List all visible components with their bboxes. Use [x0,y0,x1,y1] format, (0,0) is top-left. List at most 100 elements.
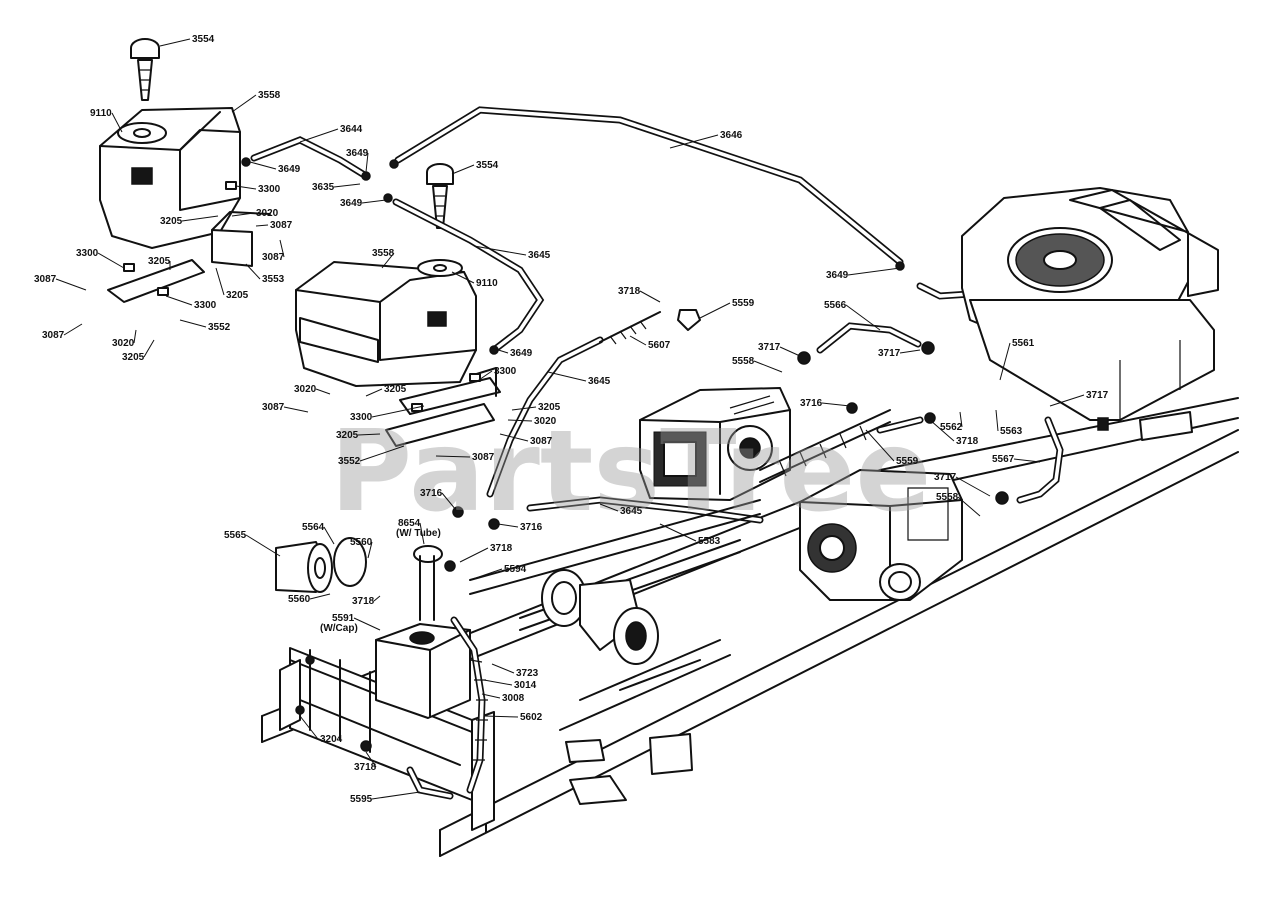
part-callout-label: 3087 [262,252,285,263]
leader-line [1013,458,1041,463]
part-callout-label: 3649 [278,164,301,175]
leader-line [367,541,373,559]
part-callout-label: 3717 [1086,390,1109,401]
leader-line [365,152,369,173]
leader-line [333,183,361,188]
leader-line [779,346,801,357]
part-callout-label: 3718 [618,286,641,297]
part-callout-label: 3553 [262,274,285,285]
leader-line [497,523,519,528]
part-callout-label: 3716 [420,488,443,499]
part-callout-label: 3635 [312,182,335,193]
part-callout-label: 3300 [350,412,373,423]
leader-line [753,360,783,373]
part-callout-label: 3020 [534,416,557,427]
part-callout-label: 3645 [620,506,643,517]
part-callout-label: 3552 [208,322,231,333]
leader-line [847,267,901,276]
leader-line [507,419,533,422]
leader-line [473,245,527,256]
part-callout-label: 3649 [346,148,369,159]
leader-line [845,304,881,331]
part-callout-label: 3718 [354,762,377,773]
tank-bracket-left [107,181,271,303]
leader-line [865,429,895,462]
part-callout-label: 3649 [340,198,363,209]
part-callout-label: 9110 [476,278,498,289]
leader-line [97,252,125,269]
leader-line [469,568,503,581]
part-callout-label: 5591 [332,613,355,624]
part-callout-label: 3718 [490,543,513,554]
part-callout-label: 5562 [940,422,963,433]
leader-line [821,402,851,407]
front-frame-assembly [279,647,495,831]
leader-line [159,38,191,47]
leader-line [63,323,83,336]
leader-line [55,278,87,291]
leader-line [365,751,377,768]
leader-line [999,342,1011,381]
part-callout-label: 3205 [160,216,183,227]
part-callout-label: 3300 [494,366,517,377]
part-callout-label: (W/Cap) [320,623,358,634]
leader-line [483,715,519,718]
leader-line [309,593,331,600]
part-callout-label: 3649 [510,348,533,359]
leader-line [373,595,381,602]
part-callout-label: 3552 [338,456,361,467]
leader-line [491,663,515,674]
leader-line [371,405,425,418]
return-hose-flexible [406,616,488,800]
part-callout-label: 5559 [732,298,755,309]
leader-line [245,534,281,557]
part-callout-label: 3718 [956,436,979,447]
leader-line [929,419,955,442]
leader-line [459,547,489,563]
part-callout-label: 5567 [992,454,1015,465]
part-callout-label: 5558 [936,492,959,503]
control-cable [599,309,701,345]
engine [961,187,1219,431]
part-callout-label: 3020 [294,384,317,395]
part-callout-label: 3020 [112,338,135,349]
part-callout-label: 3087 [262,402,285,413]
leader-line [955,476,991,497]
part-callout-label: 3205 [538,402,561,413]
leader-line [995,409,999,432]
leader-line [659,523,697,542]
part-callout-label: 5564 [302,522,325,533]
leader-line [357,433,381,436]
leader-line [381,252,395,269]
hose-clamps [241,157,1009,752]
leader-line [547,371,587,382]
leader-line [231,212,255,217]
part-callout-label: 3014 [514,680,537,691]
leader-line [245,263,261,280]
leader-line [299,715,319,740]
hydraulic-pump [639,387,791,501]
part-callout-label: 5595 [350,794,373,805]
part-callout-label: 3204 [320,734,343,745]
fuel-tank-center [295,259,477,387]
part-callout-label: 3645 [528,250,551,261]
part-callout-label: 3554 [476,160,499,171]
leader-line [435,455,471,458]
leader-line [957,496,981,517]
part-callout-label: 3644 [340,124,363,135]
leader-line [353,617,381,631]
part-callout-label: 3300 [76,248,99,259]
callout-labels: 3554355891103644364636493649363536493554… [34,34,1109,805]
part-callout-label: 3558 [372,248,395,259]
part-callout-label: 3716 [520,522,543,533]
part-callout-label: 3558 [258,90,281,101]
leader-line [133,329,137,344]
leader-line [599,503,619,512]
part-callout-label: 3716 [800,398,823,409]
leader-line [959,411,963,428]
fuel-cap-left [130,38,160,101]
control-valve [799,469,963,601]
leader-line [629,335,647,346]
leader-line [899,349,921,354]
